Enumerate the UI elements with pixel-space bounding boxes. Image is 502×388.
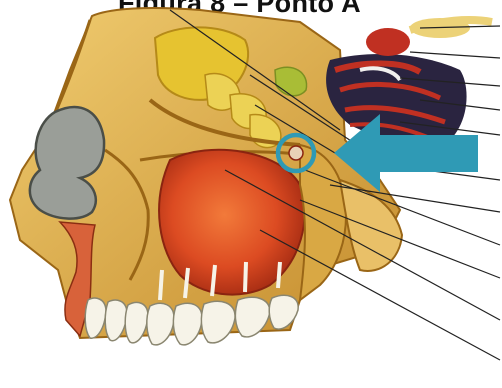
maxillary-sinus [159, 150, 305, 295]
neurovascular-bundle [326, 18, 492, 144]
nasal-cartilage [30, 107, 104, 219]
